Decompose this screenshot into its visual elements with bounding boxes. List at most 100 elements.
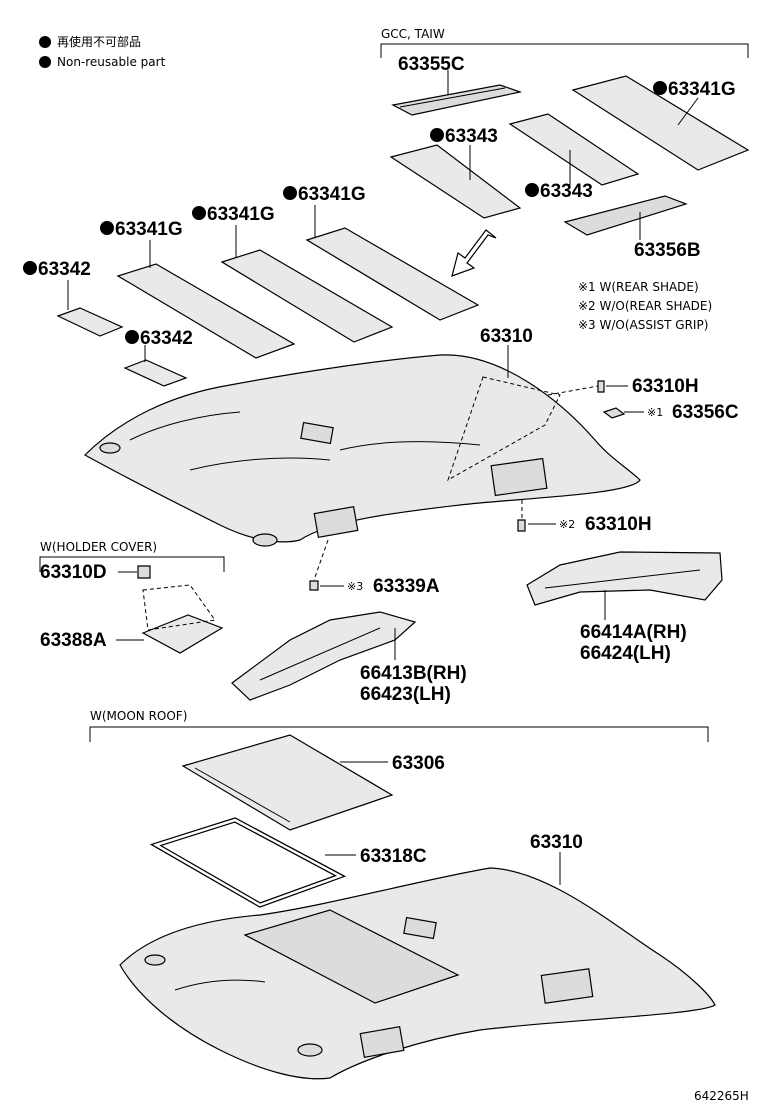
part-63343-a-shape xyxy=(389,144,522,219)
label-63343-a: 63343 xyxy=(445,126,498,147)
dome-hole-shape xyxy=(144,954,166,966)
part-66413B-shape xyxy=(231,611,417,701)
headliner-contour xyxy=(339,441,481,451)
symbol-2: ※2 xyxy=(559,518,575,531)
leader-63341G-a xyxy=(677,97,699,126)
assembly-arrow-icon xyxy=(451,229,497,277)
label-63341G-b: 63341G xyxy=(115,219,183,240)
label-63341G-a: 63341G xyxy=(668,79,736,100)
headliner-contour xyxy=(129,411,241,441)
label-63388A: 63388A xyxy=(40,630,107,651)
non-reusable-dot-icon xyxy=(23,261,37,275)
non-reusable-dot-icon xyxy=(39,36,51,48)
non-reusable-dot-icon xyxy=(525,183,539,197)
part-detail-line xyxy=(544,569,701,589)
clip-shape xyxy=(137,565,151,579)
group-bracket xyxy=(39,556,225,572)
group-bracket xyxy=(380,43,749,58)
label-63306: 63306 xyxy=(392,753,445,774)
dome-hole-shape xyxy=(297,1043,323,1057)
label-63343-b: 63343 xyxy=(540,181,593,202)
part-63306-shape xyxy=(181,734,394,831)
dome-hole-shape xyxy=(99,442,121,454)
label-63310D: 63310D xyxy=(40,562,107,583)
part-63355C-shape xyxy=(391,84,523,116)
non-reusable-dot-icon xyxy=(283,186,297,200)
legend: 再使用不可部品 Non-reusable part xyxy=(39,34,166,69)
dashed-leader xyxy=(313,539,329,581)
label-63310H-a: 63310H xyxy=(632,376,699,397)
label-66413B: 66413B(RH) xyxy=(360,663,467,684)
label-63341G-d: 63341G xyxy=(298,184,366,205)
group-label-holder-cover: W(HOLDER COVER) xyxy=(40,540,157,554)
symbol-3: ※3 xyxy=(347,580,363,593)
label-63310-b: 63310 xyxy=(530,832,583,853)
headliner-lower xyxy=(119,867,716,1080)
label-63342-a: 63342 xyxy=(38,259,91,280)
label-63355C: 63355C xyxy=(398,54,465,75)
dashed-outline xyxy=(447,376,561,482)
label-63318C: 63318C xyxy=(360,846,427,867)
moon-roof-opening-shape xyxy=(243,909,460,1004)
group-bracket xyxy=(89,726,709,742)
clip-area-shape xyxy=(359,1026,405,1058)
legend-english: Non-reusable part xyxy=(57,55,166,69)
label-63310-a: 63310 xyxy=(480,326,533,347)
label-63341G-c: 63341G xyxy=(207,204,275,225)
lamp-opening-shape xyxy=(300,421,334,445)
clip-area-shape xyxy=(540,968,594,1004)
part-63341G-c-shape xyxy=(220,249,394,343)
non-reusable-dot-icon xyxy=(125,330,139,344)
part-63343-b-shape xyxy=(508,113,640,186)
dome-hole-shape xyxy=(252,533,278,547)
note-3: ※3 W/O(ASSIST GRIP) xyxy=(578,318,708,332)
screw-shape xyxy=(517,519,526,532)
non-reusable-dot-icon xyxy=(653,81,667,95)
non-reusable-dot-icon xyxy=(39,56,51,68)
part-63341G-d-shape xyxy=(305,227,480,321)
part-63388A-shape xyxy=(141,614,224,654)
note-1: ※1 W(REAR SHADE) xyxy=(578,280,699,294)
part-63342-a-shape xyxy=(56,307,124,337)
group-label-moon-roof: W(MOON ROOF) xyxy=(90,709,187,723)
group-gcc-taiw: GCC, TAIW xyxy=(380,27,749,58)
non-reusable-dot-icon xyxy=(192,206,206,220)
symbol-1: ※1 xyxy=(647,406,663,419)
headliner-upper xyxy=(84,354,641,547)
label-63342-b: 63342 xyxy=(140,328,193,349)
part-detail-line xyxy=(194,767,291,823)
label-66424: 66424(LH) xyxy=(580,643,671,664)
drawing-code: 642265H xyxy=(694,1089,749,1103)
label-63310H-b: 63310H xyxy=(585,514,652,535)
label-66423: 66423(LH) xyxy=(360,684,451,705)
part-63341G-a-shape xyxy=(571,75,750,171)
legend-japanese: 再使用不可部品 xyxy=(57,34,141,49)
part-63356B-shape xyxy=(563,195,688,236)
label-63356B: 63356B xyxy=(634,240,701,261)
part-63342-b-shape xyxy=(123,359,188,387)
headliner-contour xyxy=(174,979,266,991)
part-detail-line xyxy=(399,87,506,108)
note-2: ※2 W/O(REAR SHADE) xyxy=(578,299,712,313)
lamp-opening-shape xyxy=(403,916,437,940)
dashed-outline xyxy=(142,584,216,631)
part-detail-line xyxy=(259,627,381,681)
part-63318C-inner xyxy=(152,818,344,907)
group-holder-cover: W(HOLDER COVER) xyxy=(39,540,225,572)
part-63341G-b-shape xyxy=(116,263,296,359)
headliner-contour xyxy=(189,457,331,471)
clip-area-shape xyxy=(313,506,359,538)
notes: ※1 W(REAR SHADE) ※2 W/O(REAR SHADE) ※3 W… xyxy=(578,280,712,332)
clip-shape xyxy=(602,407,626,419)
clip-area-shape xyxy=(490,457,548,497)
non-reusable-dot-icon xyxy=(100,221,114,235)
label-63339A: 63339A xyxy=(373,576,440,597)
non-reusable-dot-icon xyxy=(430,128,444,142)
group-label-gcc-taiw: GCC, TAIW xyxy=(381,27,445,41)
group-moon-roof: W(MOON ROOF) xyxy=(89,709,709,742)
label-66414A: 66414A(RH) xyxy=(580,622,687,643)
clip-shape xyxy=(309,580,319,591)
label-63356C: 63356C xyxy=(672,402,739,423)
screw-shape xyxy=(597,380,605,393)
